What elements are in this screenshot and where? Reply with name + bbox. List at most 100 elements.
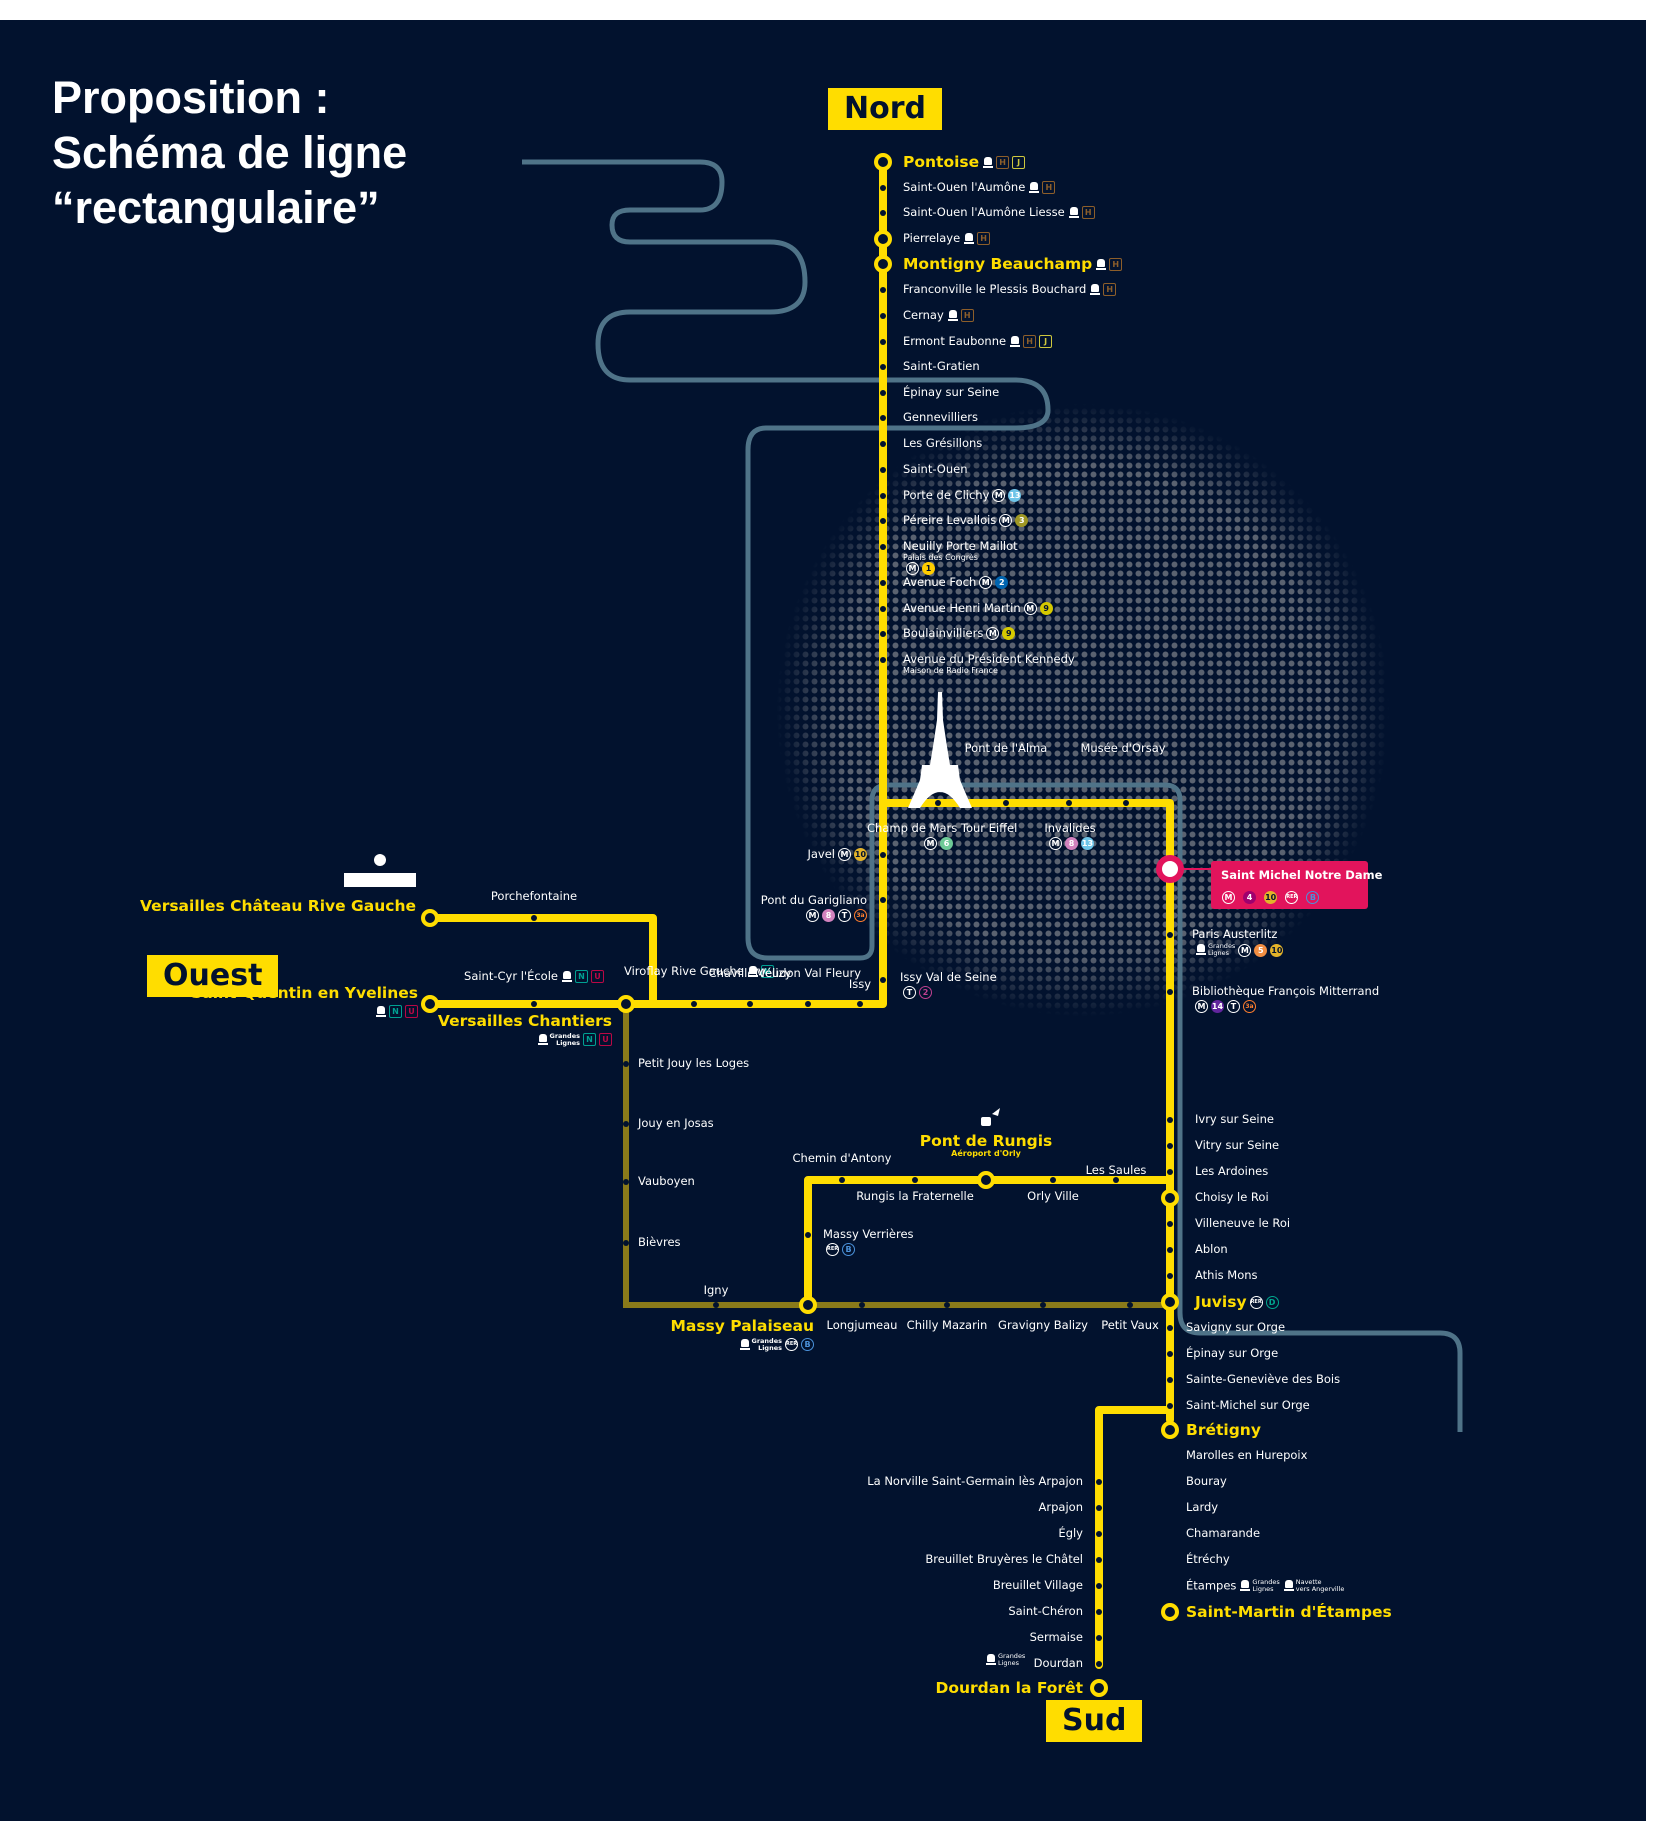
station-label[interactable]: Saint-Michel sur Orge (1186, 1399, 1310, 1412)
station-dot[interactable] (1167, 1169, 1173, 1175)
station-dot[interactable] (880, 518, 886, 524)
station-label[interactable]: Villeneuve le Roi (1195, 1217, 1290, 1230)
station-meudon[interactable]: Meudon Val Fleury (738, 967, 878, 980)
station-dot[interactable] (1127, 1302, 1133, 1308)
station-dot[interactable] (935, 800, 941, 806)
station-dot[interactable] (1096, 1609, 1102, 1615)
station-label[interactable]: Sainte-Geneviève des Bois (1186, 1373, 1340, 1386)
station-dot[interactable] (1167, 1557, 1173, 1563)
station-label[interactable]: Arpajon (1039, 1501, 1083, 1514)
station-dot[interactable] (880, 657, 886, 663)
station-label[interactable]: Savigny sur Orge (1186, 1321, 1285, 1334)
station-label[interactable]: Petit Vaux (1060, 1319, 1200, 1332)
station-dot[interactable] (1167, 1583, 1173, 1589)
station-label[interactable]: Sermaise (1030, 1631, 1083, 1644)
station-dot[interactable] (623, 1061, 629, 1067)
station-label[interactable]: Jouy en Josas (638, 1117, 714, 1130)
station-porchefontaine[interactable]: Porchefontaine (464, 890, 604, 903)
station-dot[interactable] (1123, 800, 1129, 806)
station-dot[interactable] (944, 1302, 950, 1308)
station-dot[interactable] (1167, 1221, 1173, 1227)
station-issy[interactable]: Issy (790, 978, 930, 991)
station-label[interactable]: Égly (1058, 1527, 1083, 1540)
station-dot[interactable] (977, 1171, 995, 1189)
station-dot[interactable] (1066, 800, 1072, 806)
station-dot[interactable] (1167, 1377, 1173, 1383)
station-dot[interactable] (880, 544, 886, 550)
station-label[interactable]: Petit Jouy les Loges (638, 1057, 749, 1070)
station-dot[interactable] (839, 1177, 845, 1183)
station-dot[interactable] (880, 493, 886, 499)
station-dot[interactable] (1167, 1403, 1173, 1409)
station-dot[interactable] (1003, 800, 1009, 806)
station-dot[interactable] (874, 255, 892, 273)
station-versailles-chateau[interactable]: Versailles Château Rive Gauche (140, 898, 416, 914)
station-dot[interactable] (859, 1302, 865, 1308)
station-saint-michel-highlight[interactable]: Saint Michel Notre Dame M 4 10 RER B (1211, 861, 1382, 909)
station-musee-orsay[interactable]: Musée d'Orsay (1053, 742, 1193, 755)
station-dot[interactable] (623, 1121, 629, 1127)
station-dot[interactable] (880, 185, 886, 191)
station-igny[interactable]: Igny (646, 1284, 786, 1297)
station-label[interactable]: Vauboyen (638, 1175, 695, 1188)
station-dot[interactable] (880, 852, 886, 858)
station-dot[interactable] (880, 631, 886, 637)
station-dot[interactable] (1096, 1635, 1102, 1641)
station-label[interactable]: Brétigny (1186, 1422, 1261, 1438)
station-label[interactable]: Épinay sur Seine (903, 386, 999, 399)
station-dot[interactable] (880, 287, 886, 293)
station-dot[interactable] (1167, 1117, 1173, 1123)
station-dot[interactable] (880, 467, 886, 473)
station-dot[interactable] (1167, 1505, 1173, 1511)
station-dot[interactable] (880, 897, 886, 903)
station-dot[interactable] (1167, 1325, 1173, 1331)
station-label[interactable]: Épinay sur Orge (1186, 1347, 1278, 1360)
station-dot[interactable] (1096, 1661, 1102, 1667)
station-label[interactable]: Bièvres (638, 1236, 681, 1249)
station-dot[interactable] (880, 415, 886, 421)
station-dot[interactable] (713, 1302, 719, 1308)
station-label[interactable]: Saint-Chéron (1008, 1605, 1083, 1618)
station-label[interactable]: Saint-Martin d'Étampes (1186, 1604, 1392, 1620)
station-label[interactable]: Athis Mons (1195, 1269, 1258, 1282)
station-dot[interactable] (880, 977, 886, 983)
station-dot[interactable] (1113, 1177, 1119, 1183)
station-dot[interactable] (880, 441, 886, 447)
station-dot[interactable] (1096, 1505, 1102, 1511)
station-dot[interactable] (1090, 1679, 1108, 1697)
station-label[interactable]: La Norville Saint-Germain lès Arpajon (867, 1475, 1083, 1488)
station-label[interactable]: Breuillet Village (993, 1579, 1083, 1592)
station-chemin-antony[interactable]: Chemin d'Antony (772, 1152, 912, 1165)
station-label[interactable]: Les Ardoines (1195, 1165, 1268, 1178)
station-label[interactable]: Les Grésillons (903, 437, 982, 450)
station-label[interactable]: Bouray (1186, 1475, 1227, 1488)
station-dot[interactable] (747, 1001, 753, 1007)
station-les-saules[interactable]: Les Saules (1046, 1164, 1186, 1177)
station-label[interactable]: Longjumeau (792, 1319, 932, 1332)
station-dot[interactable] (1167, 1453, 1173, 1459)
station-dot[interactable] (1040, 1302, 1046, 1308)
station-dot[interactable] (1167, 1351, 1173, 1357)
station-dot[interactable] (421, 909, 439, 927)
station-dot[interactable] (1050, 1177, 1056, 1183)
station-dot[interactable] (421, 995, 439, 1013)
